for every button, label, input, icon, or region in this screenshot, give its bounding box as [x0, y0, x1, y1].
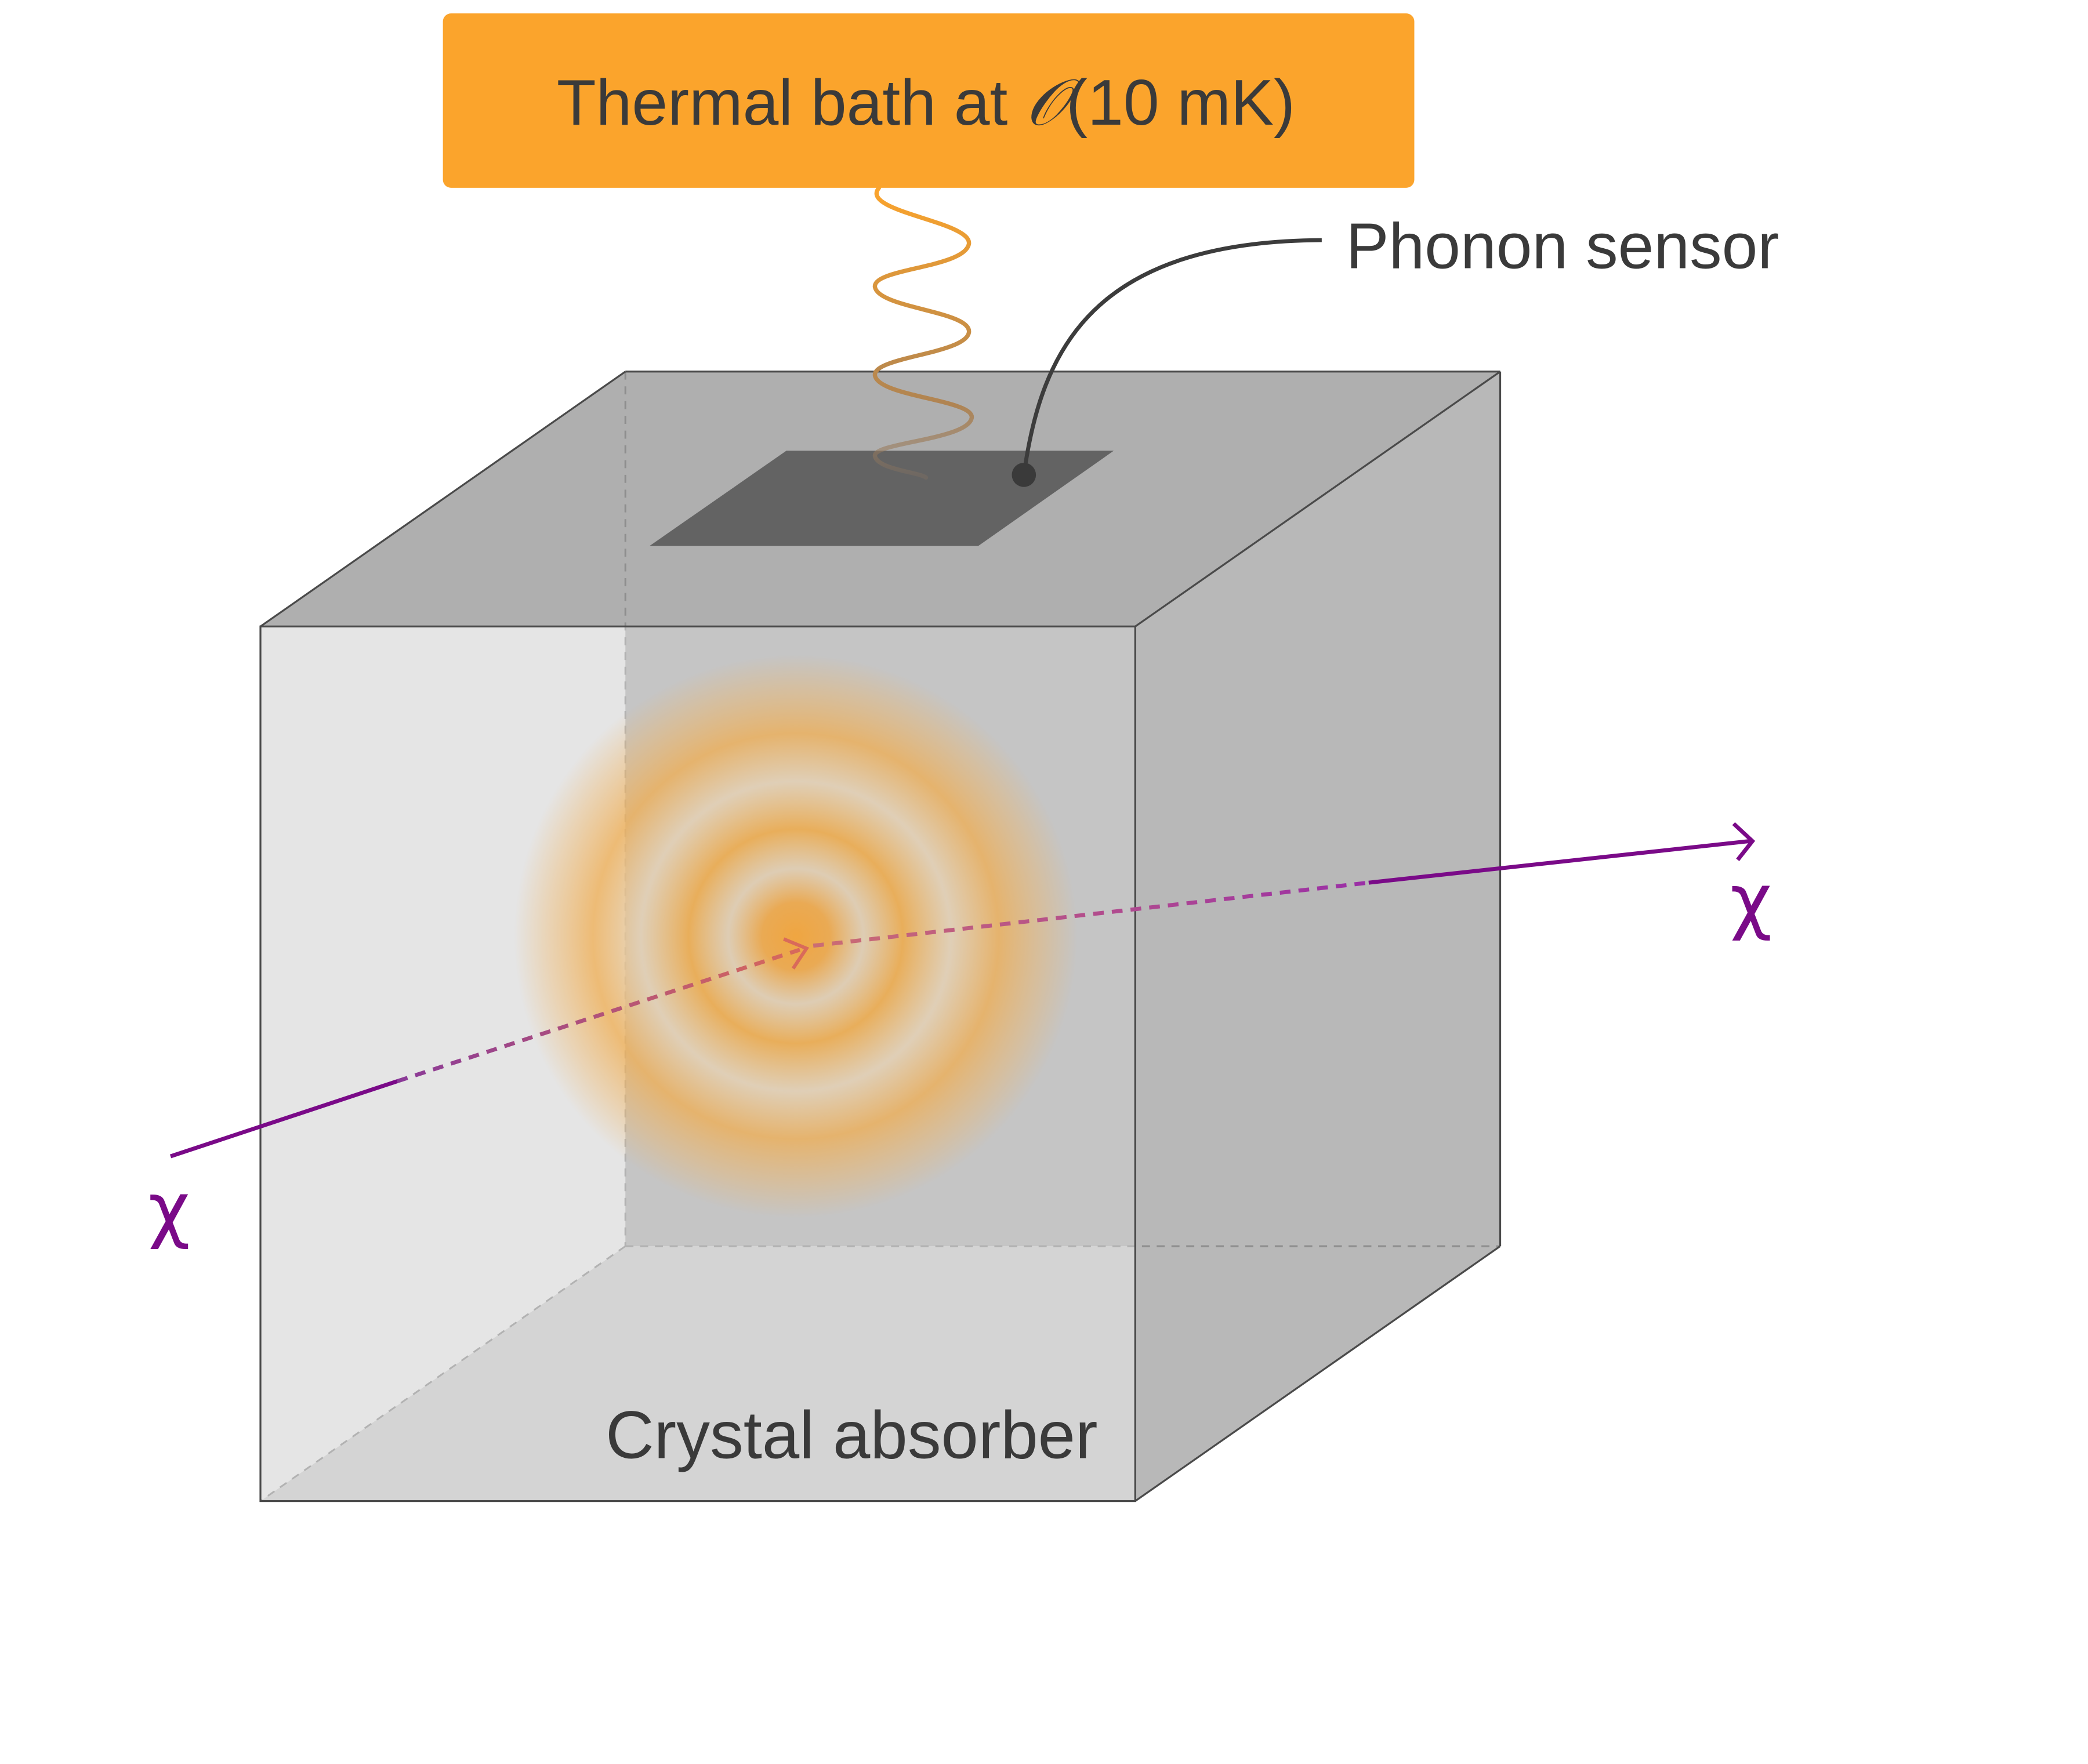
phonon-sensor-label: Phonon sensor: [1346, 210, 1779, 282]
thermal-bath-label-suffix: (10 mK): [1066, 66, 1295, 139]
phonon-sensor-dot: [1012, 463, 1036, 487]
outgoing-arrowhead: [1732, 822, 1756, 861]
cube-right-face: [1135, 371, 1500, 1501]
outgoing-chi-symbol: χ: [1730, 859, 1772, 943]
incoming-particle-track-dashed: [396, 948, 801, 1083]
phonon-sensor-leader-line: [1021, 238, 1322, 476]
interaction-arrowhead: [783, 937, 810, 970]
crystal-absorber-label: Crystal absorber: [606, 1398, 1097, 1473]
thermal-bath-label: Thermal bath at 𝒪(10 mK): [557, 66, 1295, 140]
outgoing-particle-track-solid: [1368, 839, 1750, 885]
cube-visible-edges: [259, 371, 1502, 1502]
thermal-bath-box: [443, 13, 1415, 188]
phonon-ripple-glow: [514, 654, 1078, 1218]
phonon-sensor-pad: [649, 451, 1114, 546]
incoming-particle-track-solid: [169, 1079, 398, 1159]
incoming-chi-symbol: χ: [148, 1167, 190, 1251]
thermal-bath-label-prefix: Thermal bath at: [557, 66, 1025, 139]
thermal-link-spring: [872, 186, 974, 480]
